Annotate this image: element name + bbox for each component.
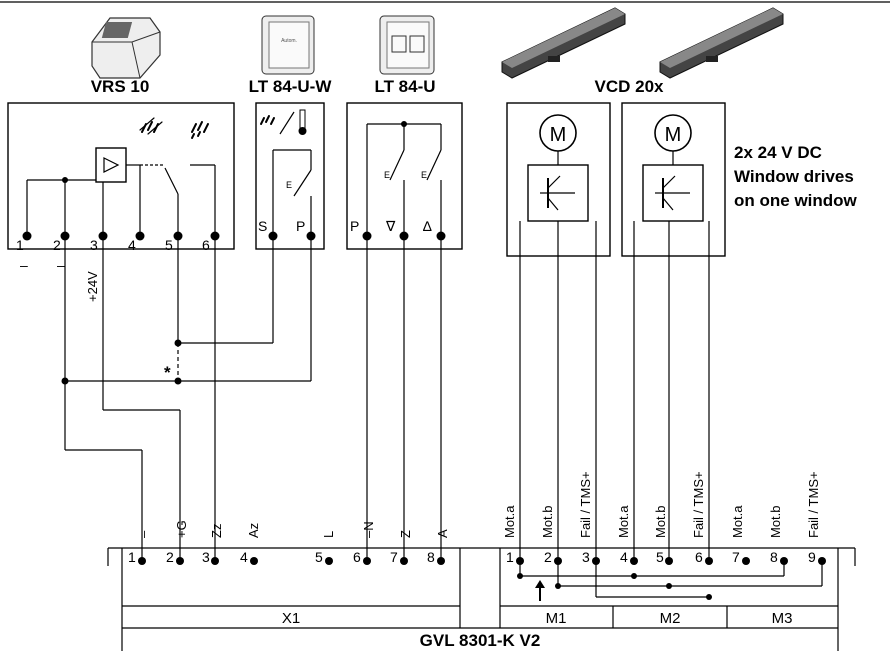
m1-label: M1 — [546, 610, 567, 627]
svg-text:2: 2 — [53, 237, 61, 253]
svg-text:E: E — [421, 170, 427, 180]
svg-text:3: 3 — [90, 237, 98, 253]
lt84uw-box — [255, 102, 325, 250]
vrs10-title: VRS 10 — [91, 77, 150, 96]
svg-text:+G: +G — [174, 520, 189, 538]
svg-text:3: 3 — [202, 549, 210, 565]
lt84u-terminal-down: ∇ — [385, 218, 396, 234]
lt84u-terminal-p: P — [350, 218, 359, 234]
svg-text:1: 1 — [128, 549, 136, 565]
svg-text:–: – — [136, 530, 151, 538]
plus24v-label: +24V — [85, 271, 100, 302]
svg-text:1: 1 — [506, 549, 514, 565]
x1-terminal-block: 1 2 3 4 5 6 7 8 — [128, 549, 445, 565]
svg-text:–N: –N — [361, 521, 376, 538]
svg-text:Zz: Zz — [209, 524, 224, 538]
lt84u-internals: E E — [366, 121, 442, 236]
m-terminal-labels: Mot.a Mot.b Fail / TMS+ Mot.a Mot.b Fail… — [502, 471, 821, 538]
lt84uw-title: LT 84-U-W — [249, 77, 333, 96]
note-line-3: on one window — [734, 191, 858, 210]
lt84uw-terminal-s: S — [258, 218, 267, 234]
vrs10-terminals: 1 2 3 4 5 6 – – +24V — [16, 231, 220, 302]
vcd-drive-picture-2 — [659, 7, 784, 79]
svg-text:Mot.a: Mot.a — [730, 505, 745, 538]
vcd-internals-2: M — [633, 114, 710, 256]
vcd-box-2 — [621, 102, 726, 257]
svg-text:E: E — [384, 170, 390, 180]
svg-text:Fail / TMS+: Fail / TMS+ — [691, 471, 706, 538]
svg-text:Fail / TMS+: Fail / TMS+ — [578, 471, 593, 538]
svg-text:2: 2 — [166, 549, 174, 565]
rain-icon — [191, 121, 209, 139]
lt84u-title: LT 84-U — [374, 77, 435, 96]
vrs10-box — [7, 102, 235, 250]
lt84uw-terminal-p: P — [296, 218, 305, 234]
m2-label: M2 — [660, 610, 681, 627]
svg-text:Mot.b: Mot.b — [653, 505, 668, 538]
vcd-title: VCD 20x — [595, 77, 665, 96]
svg-text:Mot.b: Mot.b — [768, 505, 783, 538]
svg-text:Mot.b: Mot.b — [540, 505, 555, 538]
svg-text:Az: Az — [246, 523, 261, 538]
svg-text:Autom.: Autom. — [281, 38, 297, 44]
svg-text:5: 5 — [315, 549, 323, 565]
svg-text:Fail / TMS+: Fail / TMS+ — [806, 471, 821, 538]
m3-label: M3 — [772, 610, 793, 627]
svg-text:6: 6 — [353, 549, 361, 565]
lt84u-terminal-up: ∆ — [423, 218, 432, 234]
controller-frame — [107, 547, 856, 651]
svg-text:7: 7 — [390, 549, 398, 565]
svg-text:5: 5 — [656, 549, 664, 565]
svg-text:7: 7 — [732, 549, 740, 565]
note-line-2: Window drives — [734, 167, 854, 186]
motor-icon-2: M — [665, 124, 682, 146]
asterisk-mark: * — [164, 363, 171, 382]
svg-text:–: – — [57, 257, 65, 273]
svg-text:6: 6 — [202, 237, 210, 253]
rain-icon-2 — [260, 115, 275, 125]
x1-label: X1 — [282, 610, 300, 627]
thermometer-icon — [298, 127, 307, 135]
m-terminal-block: 1 2 3 4 5 6 7 8 9 — [506, 549, 826, 601]
svg-text:Mot.a: Mot.a — [502, 505, 517, 538]
lt84uw-switch-picture: Autom. — [261, 15, 315, 75]
svg-text:8: 8 — [427, 549, 435, 565]
note-line-1: 2x 24 V DC — [734, 143, 822, 162]
arrow-up-icon — [535, 580, 545, 588]
svg-text:A: A — [435, 529, 450, 538]
svg-text:3: 3 — [582, 549, 590, 565]
controller-title: GVL 8301-K V2 — [420, 631, 541, 650]
svg-text:9: 9 — [808, 549, 816, 565]
svg-text:Mot.a: Mot.a — [616, 505, 631, 538]
vcd-drive-picture-1 — [501, 7, 626, 79]
vrs10-rain-sensor-picture — [91, 17, 161, 79]
lt84uw-internals: E — [260, 109, 312, 236]
svg-text:Z: Z — [398, 530, 413, 538]
svg-text:4: 4 — [620, 549, 628, 565]
vcd-internals-1: M — [519, 114, 597, 256]
svg-text:–: – — [20, 257, 28, 273]
wires — [61, 236, 710, 561]
motor-icon-1: M — [550, 124, 567, 146]
x1-terminal-labels: – +G Zz Az L –N Z A — [136, 520, 450, 538]
no-rain-icon — [139, 117, 163, 135]
svg-text:8: 8 — [770, 549, 778, 565]
svg-text:E: E — [286, 180, 292, 190]
svg-text:4: 4 — [240, 549, 248, 565]
svg-text:L: L — [321, 531, 336, 538]
svg-text:6: 6 — [695, 549, 703, 565]
vrs10-internals — [26, 117, 216, 236]
lt84u-switch-picture — [379, 15, 435, 75]
svg-text:2: 2 — [544, 549, 552, 565]
svg-text:5: 5 — [165, 237, 173, 253]
svg-text:1: 1 — [16, 237, 24, 253]
svg-text:4: 4 — [128, 237, 136, 253]
